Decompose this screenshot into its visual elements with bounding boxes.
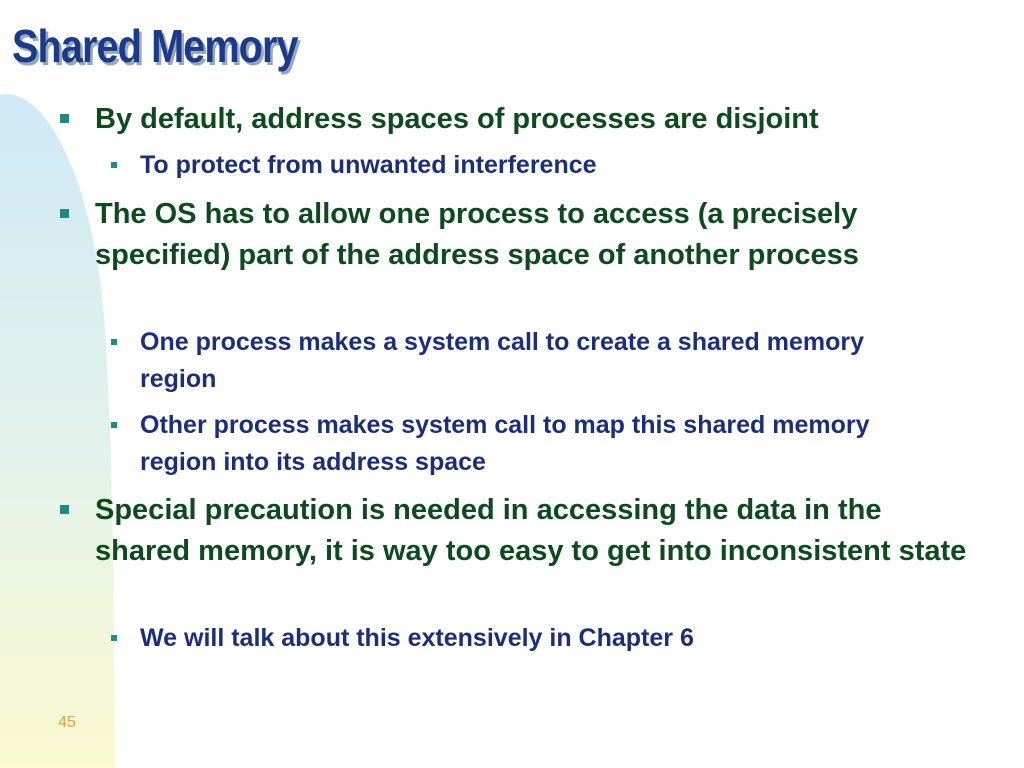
page-number: 45 [58, 714, 76, 731]
sub-bullet-item: We will talk about this extensively in C… [111, 620, 940, 657]
sub-bullet-item: To protect from unwanted interference [111, 147, 940, 184]
bullet-text: By default, address spaces of processes … [95, 103, 819, 135]
sub-bullet-marker [111, 422, 117, 428]
bullet-marker [60, 209, 69, 218]
bullet-text: The OS has to allow one process to acces… [95, 198, 859, 271]
slide-title: Shared Memory [12, 20, 298, 72]
sub-bullet-text: Other process makes system call to map t… [140, 411, 870, 476]
bullet-item: Special precaution is needed in accessin… [60, 490, 975, 572]
sub-bullet-marker [111, 162, 117, 168]
bullet-marker [60, 505, 69, 514]
sub-bullet-text: One process makes a system call to creat… [140, 328, 864, 393]
bullet-text: Special precaution is needed in accessin… [95, 494, 967, 567]
sub-bullet-text: We will talk about this extensively in C… [140, 624, 694, 652]
sub-bullet-text: To protect from unwanted interference [140, 151, 597, 179]
sub-bullet-marker [111, 339, 117, 345]
bullet-item: The OS has to allow one process to acces… [60, 194, 895, 276]
bullet-item: By default, address spaces of processes … [60, 99, 995, 140]
sub-bullet-marker [111, 635, 117, 641]
bullet-marker [60, 114, 69, 123]
sub-bullet-item: Other process makes system call to map t… [111, 407, 940, 481]
sub-bullet-item: One process makes a system call to creat… [111, 324, 940, 398]
